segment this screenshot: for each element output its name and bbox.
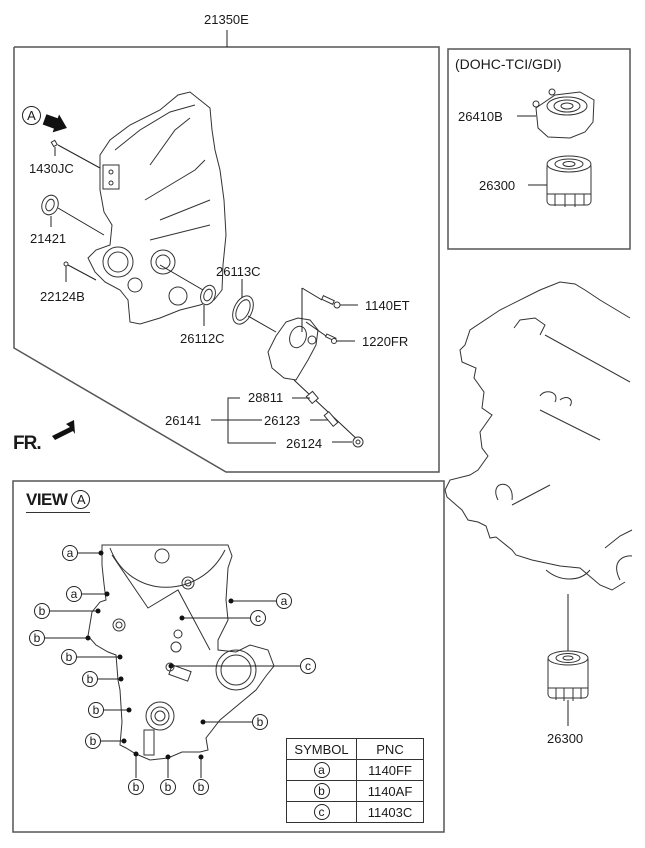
legend-row: c 11403C [286,801,424,823]
callout-b: b [29,630,45,646]
oil-cooler-26410b-drawing [517,88,595,139]
legend-symbol-cell: a [286,759,357,781]
callout-a: a [62,545,78,561]
legend-symbol: c [313,804,330,820]
callout-b: b [88,702,104,718]
main-frame [13,46,440,473]
legend-header-row: SYMBOL PNC [286,738,424,760]
part-label-28811[interactable]: 28811 [248,390,284,405]
callout-c: c [250,610,266,626]
legend-row: a 1140FF [286,759,424,781]
part-label-1140et[interactable]: 1140ET [365,298,410,313]
oil-filter-engine-drawing [547,650,589,726]
symbol-legend-table: SYMBOL PNC a 1140FF b 1140AF c 11403C [286,738,424,823]
part-label-26124[interactable]: 26124 [286,436,323,451]
legend-symbol-cell: b [286,780,357,802]
legend-header-symbol: SYMBOL [286,738,357,760]
part-label-26410b[interactable]: 26410B [458,109,503,124]
callout-a: a [66,586,82,602]
callout-a: a [276,593,292,609]
view-title-text: VIEW [26,490,68,509]
callout-b: b [82,671,98,687]
pin-1430jc-drawing [50,139,101,169]
callout-b: b [34,603,50,619]
legend-header-pnc: PNC [356,738,424,760]
seal-21421-drawing [41,194,105,236]
legend-pnc: 1140FF [356,759,424,781]
part-label-22124b[interactable]: 22124B [40,289,85,304]
callout-b: b [193,779,209,795]
part-label-21421[interactable]: 21421 [30,231,67,246]
legend-row: b 1140AF [286,780,424,802]
part-label-26300-engine[interactable]: 26300 [547,731,584,746]
view-a-marker: A [22,106,41,125]
part-label-1220fr[interactable]: 1220FR [362,334,409,349]
callout-b: b [128,779,144,795]
assembly-label: 21350E [204,12,249,27]
variant-title: (DOHC-TCI/GDI) [455,56,562,72]
part-label-26123[interactable]: 26123 [264,413,301,428]
view-a-arrow-icon [42,114,67,133]
part-label-26112c[interactable]: 26112C [180,331,225,346]
view-title-marker: A [71,490,91,509]
callout-c: c [300,658,316,674]
view-a-leaders [45,550,300,778]
callout-b: b [61,649,77,665]
callout-b: b [85,733,101,749]
legend-pnc: 1140AF [356,780,424,802]
part-label-26113c[interactable]: 26113C [216,264,261,279]
legend-pnc: 11403C [356,801,424,823]
view-frame [12,480,445,833]
front-arrow-icon [52,420,75,440]
oil-pump-drawing [211,287,364,448]
gear-26112c-drawing [159,264,216,326]
legend-symbol: a [313,762,330,778]
ring-26113c-drawing [232,279,277,333]
view-a-cover-drawing [87,544,275,761]
legend-symbol-cell: c [286,801,357,823]
oil-filter-variant-drawing [528,155,592,207]
part-label-1430jc[interactable]: 1430JC [29,161,74,176]
callout-b: b [252,714,268,730]
timing-cover-drawing [87,91,227,325]
front-indicator: FR. [13,433,42,454]
legend-symbol: b [313,783,330,799]
dowel-22124b-drawing [63,261,97,282]
part-label-26300-variant[interactable]: 26300 [479,178,516,193]
callout-b: b [160,779,176,795]
part-label-26141[interactable]: 26141 [165,413,202,428]
engine-block-drawing [444,281,633,654]
variant-frame [447,48,631,250]
